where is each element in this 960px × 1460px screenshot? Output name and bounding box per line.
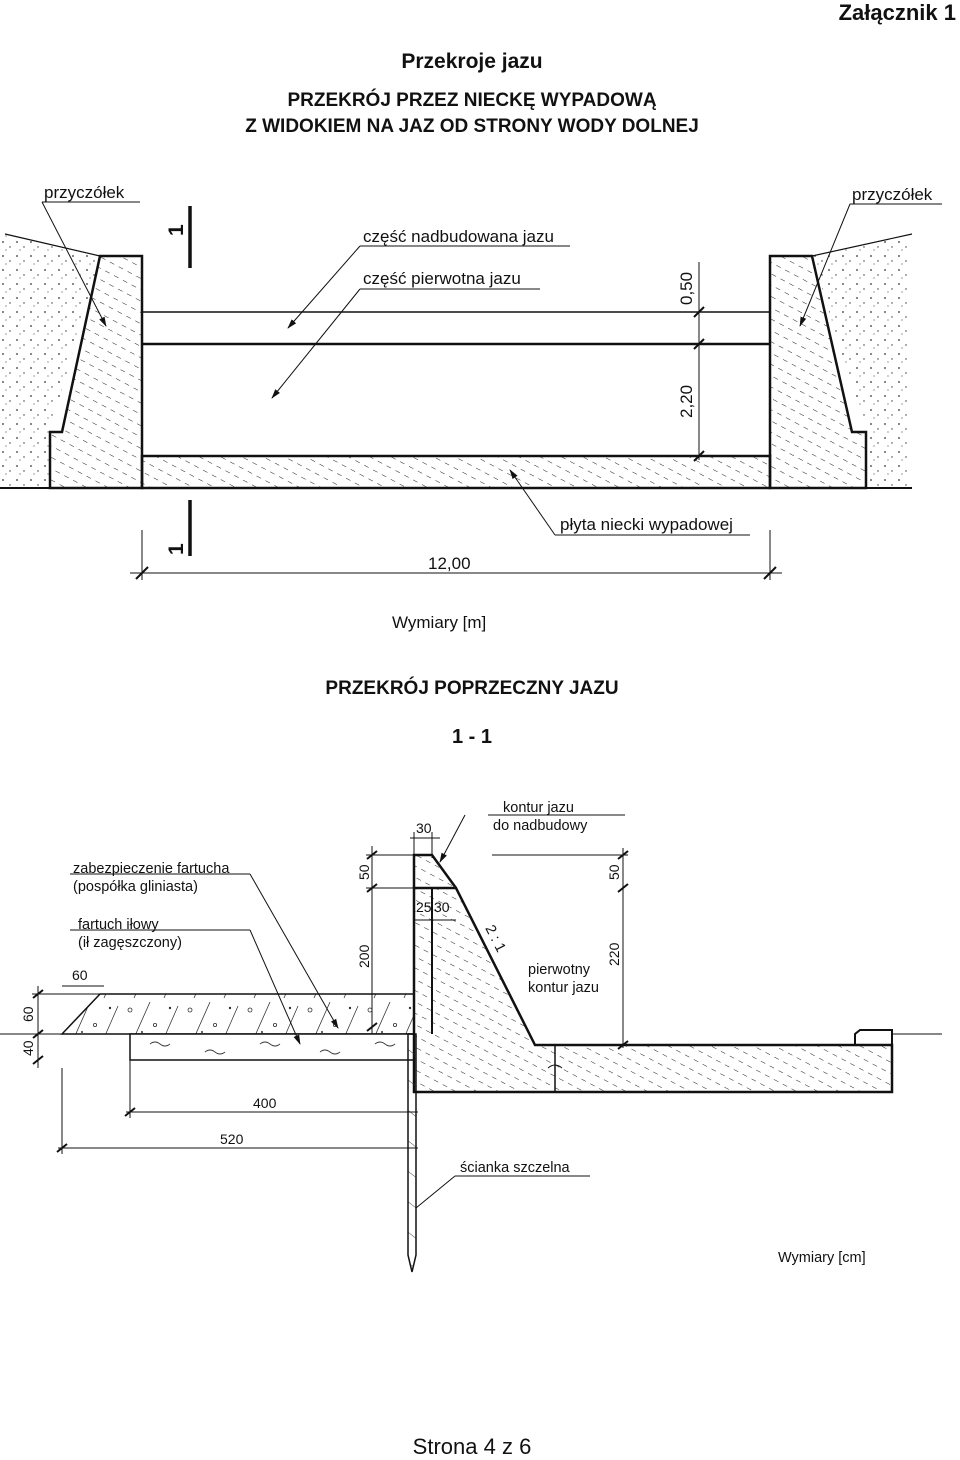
label-original-contour-2: kontur jazu <box>528 980 599 996</box>
dim-12-00: 12,00 <box>428 554 471 573</box>
dim-400: 400 <box>253 1095 277 1111</box>
label-apron-protection-1: zabezpieczenie fartucha <box>73 861 230 877</box>
annex-label: Załącznik 1 <box>838 0 956 25</box>
section1-drawing <box>0 201 942 580</box>
section2-subtitle: 1 - 1 <box>451 726 493 748</box>
label-slab: płyta niecki wypadowej <box>560 515 733 534</box>
page-footer: Strona 4 z 6 <box>412 1434 532 1459</box>
raised-contour <box>412 853 458 889</box>
weir-body <box>412 886 894 1094</box>
dim-40-v: 40 <box>20 1040 36 1056</box>
dim-30-b: 30 <box>434 899 450 915</box>
apron-protection <box>60 993 415 1035</box>
dim-25: 25 <box>416 899 432 915</box>
dim-520: 520 <box>220 1131 244 1147</box>
dim-0-50: 0,50 <box>677 272 696 305</box>
label-abutment-right: przyczółek <box>852 185 933 204</box>
section-mark-bottom: 1 <box>165 543 188 555</box>
dim-200: 200 <box>356 944 372 968</box>
label-contour-2: do nadbudowy <box>493 818 588 834</box>
sheet-pile <box>407 1033 417 1273</box>
clay-apron <box>129 1033 415 1061</box>
dim-2-20: 2,20 <box>677 385 696 418</box>
section2-title: PRZEKRÓJ POPRZECZNY JAZU <box>325 678 619 699</box>
label-clay-apron-2: (ił zagęszczony) <box>78 935 182 951</box>
dim-50-left: 50 <box>356 864 372 880</box>
section2-drawing <box>0 814 942 1273</box>
section-mark-top: 1 <box>165 224 188 236</box>
label-contour-1: kontur jazu <box>503 800 574 816</box>
label-sheet-pile: ścianka szczelna <box>460 1160 571 1176</box>
section1-title-line1: PRZEKRÓJ PRZEZ NIECKĘ WYPADOWĄ <box>287 90 657 111</box>
units-m: Wymiary [m] <box>392 613 486 632</box>
label-original-contour-1: pierwotny <box>528 962 591 978</box>
dim-60-h: 60 <box>72 967 88 983</box>
label-apron-protection-2: (pospółka gliniasta) <box>73 879 198 895</box>
dim-220: 220 <box>606 942 622 966</box>
label-abutment-left: przyczółek <box>44 183 125 202</box>
units-cm: Wymiary [cm] <box>778 1250 866 1266</box>
section1-title-line2: Z WIDOKIEM NA JAZ OD STRONY WODY DOLNEJ <box>245 116 699 137</box>
dim-60-v: 60 <box>20 1006 36 1022</box>
label-raised-part: część nadbudowana jazu <box>363 227 554 246</box>
stilling-basin-slab <box>140 454 772 490</box>
label-original-part: część pierwotna jazu <box>363 269 521 288</box>
abutment-left <box>48 254 144 490</box>
dim-50-right: 50 <box>606 864 622 880</box>
dim-30: 30 <box>416 820 432 836</box>
page-title: Przekroje jazu <box>401 50 543 73</box>
label-clay-apron-1: fartuch iłowy <box>78 917 159 933</box>
